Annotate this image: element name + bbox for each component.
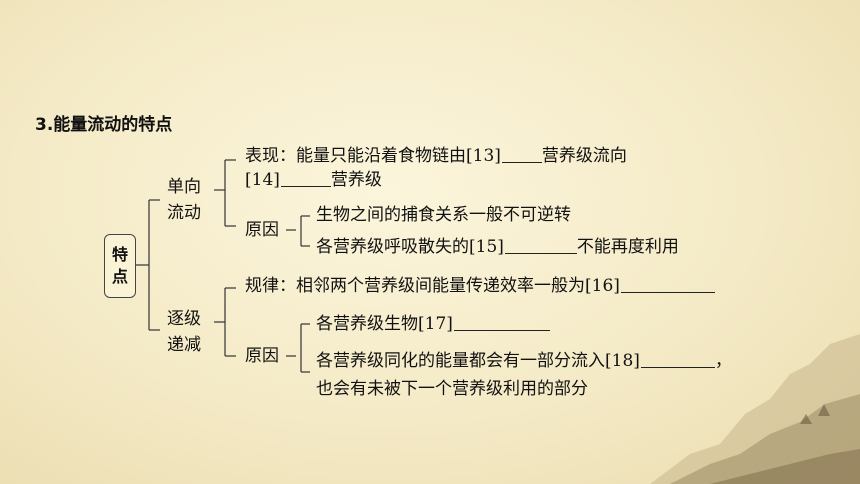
root-node-box: 特 点	[104, 234, 136, 298]
guilv-line: 规律：相邻两个营养级间能量传递效率一般为[16]	[245, 275, 715, 297]
reason2-item1-prefix: 各营养级生物[17]	[316, 314, 453, 334]
reason2-item2-prefix: 各营养级同化的能量都会有一部分流入[18]	[316, 351, 640, 371]
biaoxian-line1: 表现：能量只能沿着食物链由[13] 营养级流向	[245, 145, 627, 167]
section-heading: 3.能量流动的特点	[35, 115, 173, 135]
blank-14[interactable]	[280, 170, 331, 187]
blank-14-label: [14]	[245, 170, 280, 190]
branch2-reason-item2-line2: 也会有未被下一个营养级利用的部分	[316, 379, 588, 399]
biaoxian-suffix: 营养级	[330, 170, 382, 190]
branch2-reason-item1: 各营养级生物[17]	[316, 313, 550, 335]
blank-16[interactable]	[620, 276, 715, 293]
biaoxian-middle: 营养级流向	[541, 146, 627, 166]
ink-landscape-decoration	[650, 334, 860, 484]
branch2-label-line2: 递减	[167, 335, 201, 355]
branch1-label-line2: 流动	[167, 203, 201, 223]
reason-item2-suffix: 不能再度利用	[576, 237, 679, 257]
biaoxian-prefix: 表现：能量只能沿着食物链由[13]	[245, 146, 501, 166]
reason2-item2-suffix: ，	[714, 351, 732, 371]
branch1-reason-item2: 各营养级呼吸散失的[15] 不能再度利用	[316, 236, 679, 258]
branch1-reason-item1: 生物之间的捕食关系一般不可逆转	[316, 205, 571, 225]
root-label-line1: 特	[111, 245, 128, 264]
root-label-line2: 点	[111, 267, 128, 286]
reason-item2-prefix: 各营养级呼吸散失的[15]	[316, 237, 504, 257]
blank-13[interactable]	[501, 146, 542, 163]
biaoxian-line2: [14] 营养级	[245, 169, 382, 191]
blank-18[interactable]	[640, 351, 715, 368]
guilv-prefix: 规律：相邻两个营养级间能量传递效率一般为[16]	[245, 276, 620, 296]
branch1-reason-label: 原因	[245, 220, 279, 240]
branch2-reason-label: 原因	[245, 346, 279, 366]
blank-17[interactable]	[453, 314, 550, 331]
branch1-label-line1: 单向	[167, 177, 201, 197]
blank-15[interactable]	[504, 237, 577, 254]
branch2-reason-item2: 各营养级同化的能量都会有一部分流入[18] ，	[316, 350, 732, 372]
branch2-label-line1: 逐级	[167, 309, 201, 329]
